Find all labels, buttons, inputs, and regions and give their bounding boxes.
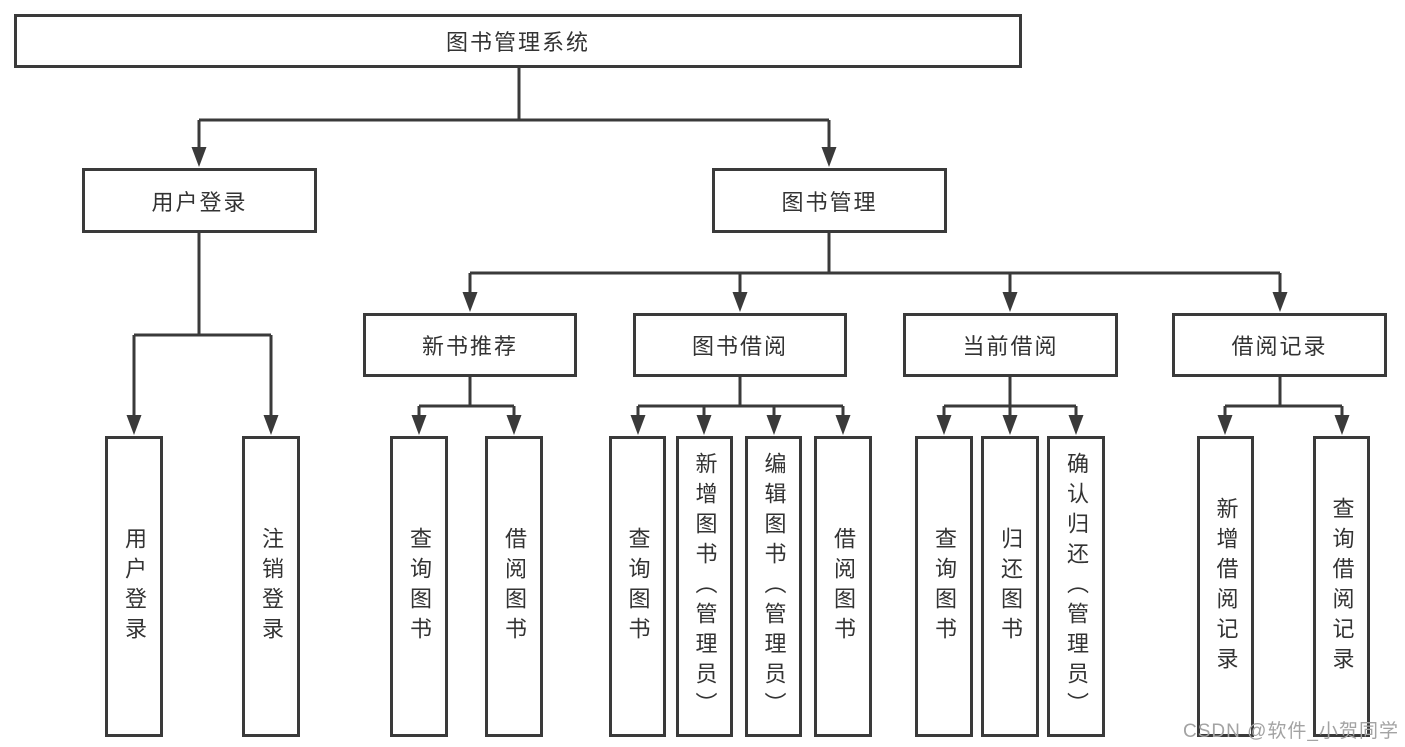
node-borrow-records: 借阅记录 [1172,313,1387,377]
leaf-label: 新增借阅记录 [1213,496,1239,677]
node-leaf-query-books-current: 查询图书 [915,436,973,737]
leaf-label: 查询借阅记录 [1329,496,1355,677]
node-book-management-module: 图书管理 [712,168,947,233]
node-leaf-query-books-recommend: 查询图书 [390,436,448,737]
node-leaf-edit-book-admin: 编辑图书（管理员） [745,436,802,737]
leaf-label: 用户登录 [122,526,147,647]
leaf-label: 借阅图书 [502,526,527,647]
node-root-system: 图书管理系统 [14,14,1022,68]
leaf-label: 确认归还（管理员） [1064,451,1089,722]
node-leaf-query-borrow-record: 查询借阅记录 [1313,436,1370,737]
leaf-label: 借阅图书 [831,526,856,647]
node-leaf-add-book-admin: 新增图书（管理员） [676,436,733,737]
node-leaf-add-borrow-record: 新增借阅记录 [1197,436,1254,737]
node-leaf-logout: 注销登录 [242,436,300,737]
node-leaf-borrow-books-recommend: 借阅图书 [485,436,543,737]
node-new-book-recommend: 新书推荐 [363,313,577,377]
leaf-label: 查询图书 [625,526,651,647]
node-book-borrow: 图书借阅 [633,313,847,377]
leaf-label: 注销登录 [259,526,284,647]
leaf-label: 新增图书（管理员） [692,451,718,722]
node-leaf-return-books: 归还图书 [981,436,1039,737]
leaf-label: 查询图书 [932,526,957,647]
leaf-label: 查询图书 [407,526,432,647]
node-leaf-borrow-books: 借阅图书 [814,436,872,737]
leaf-label: 编辑图书（管理员） [761,451,787,722]
node-leaf-query-books-borrow: 查询图书 [609,436,666,737]
node-leaf-user-login: 用户登录 [105,436,163,737]
leaf-label: 归还图书 [998,526,1023,647]
node-leaf-confirm-return-admin: 确认归还（管理员） [1047,436,1105,737]
node-current-borrow: 当前借阅 [903,313,1118,377]
node-user-login-module: 用户登录 [82,168,317,233]
csdn-watermark: CSDN @软件_小贺同学 [1183,721,1399,742]
